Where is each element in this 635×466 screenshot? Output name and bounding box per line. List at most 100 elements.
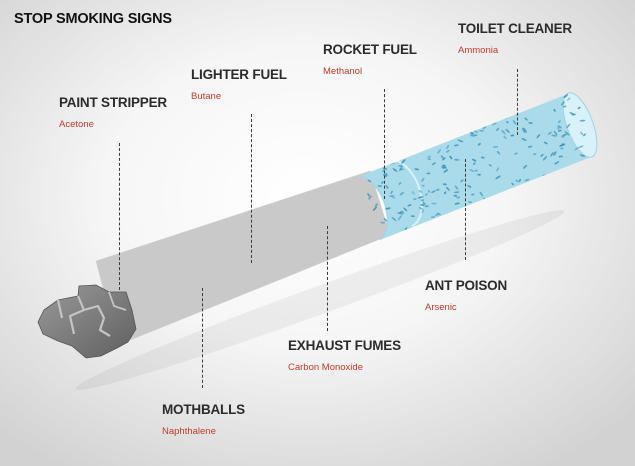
filter-speck bbox=[563, 94, 569, 99]
filter-speck bbox=[445, 149, 450, 153]
label-name: EXHAUST FUMES bbox=[288, 338, 401, 353]
filter-speck bbox=[566, 123, 571, 129]
filter-speck bbox=[515, 179, 519, 183]
filter-speck bbox=[391, 195, 396, 199]
filter-speck bbox=[481, 156, 485, 159]
filter-speck bbox=[446, 144, 450, 150]
filter-speck bbox=[479, 129, 484, 132]
filter-speck bbox=[580, 131, 583, 136]
filter-speck bbox=[554, 161, 560, 165]
label-chemical: Naphthalene bbox=[162, 426, 216, 437]
filter-speck bbox=[413, 198, 417, 201]
label-name: ANT POISON bbox=[425, 278, 508, 293]
filter-speck bbox=[501, 129, 506, 135]
filter-speck bbox=[583, 133, 586, 137]
filter-speck bbox=[392, 168, 398, 172]
label-name: MOTHBALLS bbox=[162, 402, 245, 417]
filter-speck bbox=[513, 152, 518, 155]
label-ant-poison: ANT POISON Arsenic bbox=[425, 278, 507, 313]
filter-speck bbox=[420, 199, 425, 202]
filter-speck bbox=[557, 126, 560, 130]
filter-speck bbox=[553, 151, 557, 156]
filter-speck bbox=[574, 88, 577, 92]
filter-speck bbox=[437, 149, 441, 154]
cigarette-filter bbox=[360, 93, 596, 240]
filter-speck bbox=[558, 119, 561, 124]
filter-speck bbox=[495, 175, 501, 180]
filter-speck bbox=[473, 130, 479, 133]
filter-speck bbox=[566, 97, 571, 101]
filter-speck bbox=[399, 166, 403, 172]
filter-speck bbox=[404, 227, 408, 231]
filter-speck bbox=[421, 210, 425, 214]
filter-speck bbox=[454, 202, 460, 205]
label-name: TOILET CLEANER bbox=[458, 21, 572, 36]
filter-speck bbox=[492, 122, 497, 126]
filter-speck bbox=[521, 137, 527, 142]
filter-speck bbox=[367, 179, 372, 183]
label-exhaust-fumes: EXHAUST FUMES Carbon Monoxide bbox=[288, 338, 401, 373]
filter-speck bbox=[540, 153, 544, 157]
label-paint-stripper: PAINT STRIPPER Acetone bbox=[59, 95, 167, 130]
filter-speck bbox=[577, 106, 581, 110]
label-chemical: Methanol bbox=[323, 66, 363, 77]
filter-speck bbox=[440, 166, 448, 169]
filter-speck bbox=[524, 117, 528, 121]
filter-speck bbox=[401, 159, 406, 164]
filter-speck bbox=[468, 201, 472, 204]
filter-speck bbox=[477, 143, 481, 146]
filter-speck bbox=[453, 194, 458, 197]
filter-speck bbox=[543, 141, 548, 145]
filter-speck bbox=[399, 191, 404, 196]
filter-speck bbox=[561, 101, 565, 106]
ash-tip bbox=[37, 284, 137, 359]
filter-speck bbox=[367, 193, 370, 197]
filter-speck bbox=[398, 182, 402, 185]
filter-end bbox=[562, 92, 598, 158]
filter-speck bbox=[385, 207, 391, 210]
filter-speck bbox=[474, 169, 478, 172]
filter-speck bbox=[442, 183, 447, 186]
filter-speck bbox=[518, 178, 522, 183]
label-lighter-fuel: LIGHTER FUEL Butane bbox=[191, 67, 287, 102]
filter-speck bbox=[385, 173, 388, 176]
filter-speck bbox=[391, 217, 397, 222]
filter-speck bbox=[527, 145, 533, 148]
leader-line bbox=[119, 143, 120, 290]
filter-speck bbox=[560, 147, 564, 150]
filter-speck bbox=[510, 134, 515, 137]
leader-line bbox=[251, 114, 252, 263]
filter-speck bbox=[482, 126, 487, 129]
filter-speck bbox=[550, 152, 554, 157]
filter-speck bbox=[388, 194, 395, 198]
filter-speck bbox=[471, 134, 478, 137]
filter-speck bbox=[505, 121, 509, 124]
filter-speck bbox=[564, 131, 570, 136]
filter-speck bbox=[431, 202, 437, 205]
filter-speck bbox=[532, 153, 537, 156]
filter-speck bbox=[421, 184, 425, 187]
leader-line bbox=[384, 89, 385, 199]
label-chemical: Arsenic bbox=[425, 302, 457, 313]
filter-speck bbox=[523, 127, 527, 133]
filter-speck bbox=[496, 150, 501, 155]
filter-speck bbox=[557, 125, 562, 129]
filter-speck bbox=[426, 172, 431, 175]
filter-speck bbox=[377, 185, 383, 188]
filter-speck bbox=[446, 186, 450, 191]
filter-speck bbox=[496, 127, 500, 132]
label-chemical: Ammonia bbox=[458, 45, 499, 56]
filter-speck bbox=[434, 213, 440, 217]
filter-speck bbox=[553, 108, 556, 112]
filter-speck bbox=[558, 155, 563, 158]
filter-speck bbox=[420, 204, 425, 206]
filter-speck bbox=[574, 147, 579, 151]
filter-speck bbox=[456, 196, 461, 199]
filter-speck bbox=[449, 155, 453, 160]
filter-speck bbox=[436, 188, 440, 191]
filter-speck bbox=[479, 191, 483, 197]
filter-speck bbox=[421, 201, 426, 206]
label-chemical: Butane bbox=[191, 91, 222, 102]
filter-speck bbox=[418, 190, 423, 193]
filter-texture bbox=[367, 88, 586, 231]
